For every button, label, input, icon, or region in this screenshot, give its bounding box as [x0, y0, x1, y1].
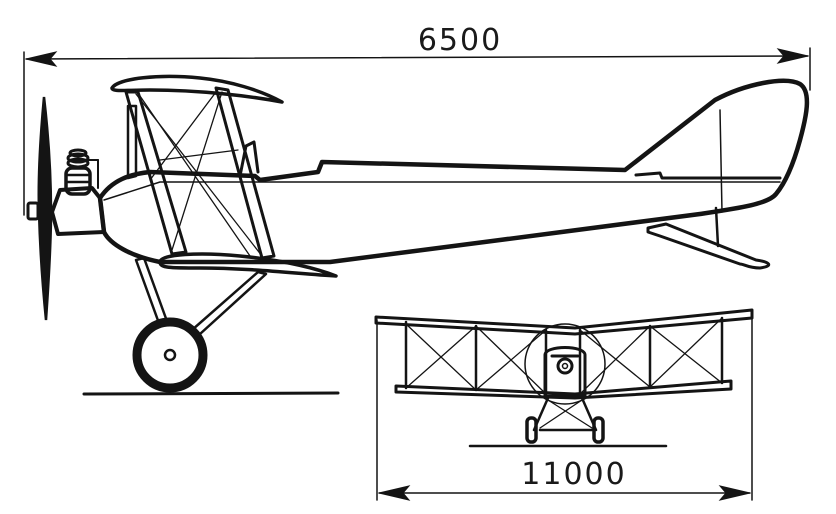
upper-wing — [110, 74, 284, 104]
arrowhead-right-icon — [776, 48, 809, 64]
arrowhead-left-icon — [25, 51, 58, 67]
front-upper-wing — [374, 308, 754, 336]
length-label: 6500 — [418, 23, 502, 58]
windscreen — [238, 140, 260, 178]
front-view — [374, 308, 754, 448]
front-undercarriage — [532, 396, 598, 432]
rudder-hinge-line — [719, 109, 723, 213]
main-undercarriage — [132, 256, 268, 393]
length-dimension-line — [25, 55, 809, 60]
front-wheel-left — [525, 416, 538, 444]
wheel-hub — [163, 348, 177, 362]
span-dimension: 11000 — [376, 315, 753, 501]
tailplane — [634, 171, 782, 180]
span-arrowhead-left-icon — [378, 485, 411, 501]
tail-skid — [646, 206, 771, 270]
span-label: 11000 — [521, 457, 626, 492]
front-bracing-wires — [405, 317, 723, 395]
fuselage — [97, 78, 810, 265]
front-lower-wing — [394, 379, 733, 400]
fuselage-longeron — [103, 181, 781, 201]
front-wheel-right — [592, 416, 605, 444]
side-view — [26, 74, 810, 396]
front-propeller-disc — [524, 323, 606, 405]
main-wheel — [132, 317, 208, 393]
front-spinner — [556, 357, 574, 375]
length-dimension: 6500 — [23, 23, 811, 216]
ground-line-side — [82, 391, 340, 396]
interplane-struts — [124, 86, 276, 260]
span-arrowhead-right-icon — [718, 485, 751, 501]
bracing-wires — [135, 91, 263, 257]
front-fuselage — [543, 346, 587, 398]
lower-wing — [158, 252, 338, 278]
engine — [50, 148, 106, 236]
propeller — [26, 96, 53, 321]
